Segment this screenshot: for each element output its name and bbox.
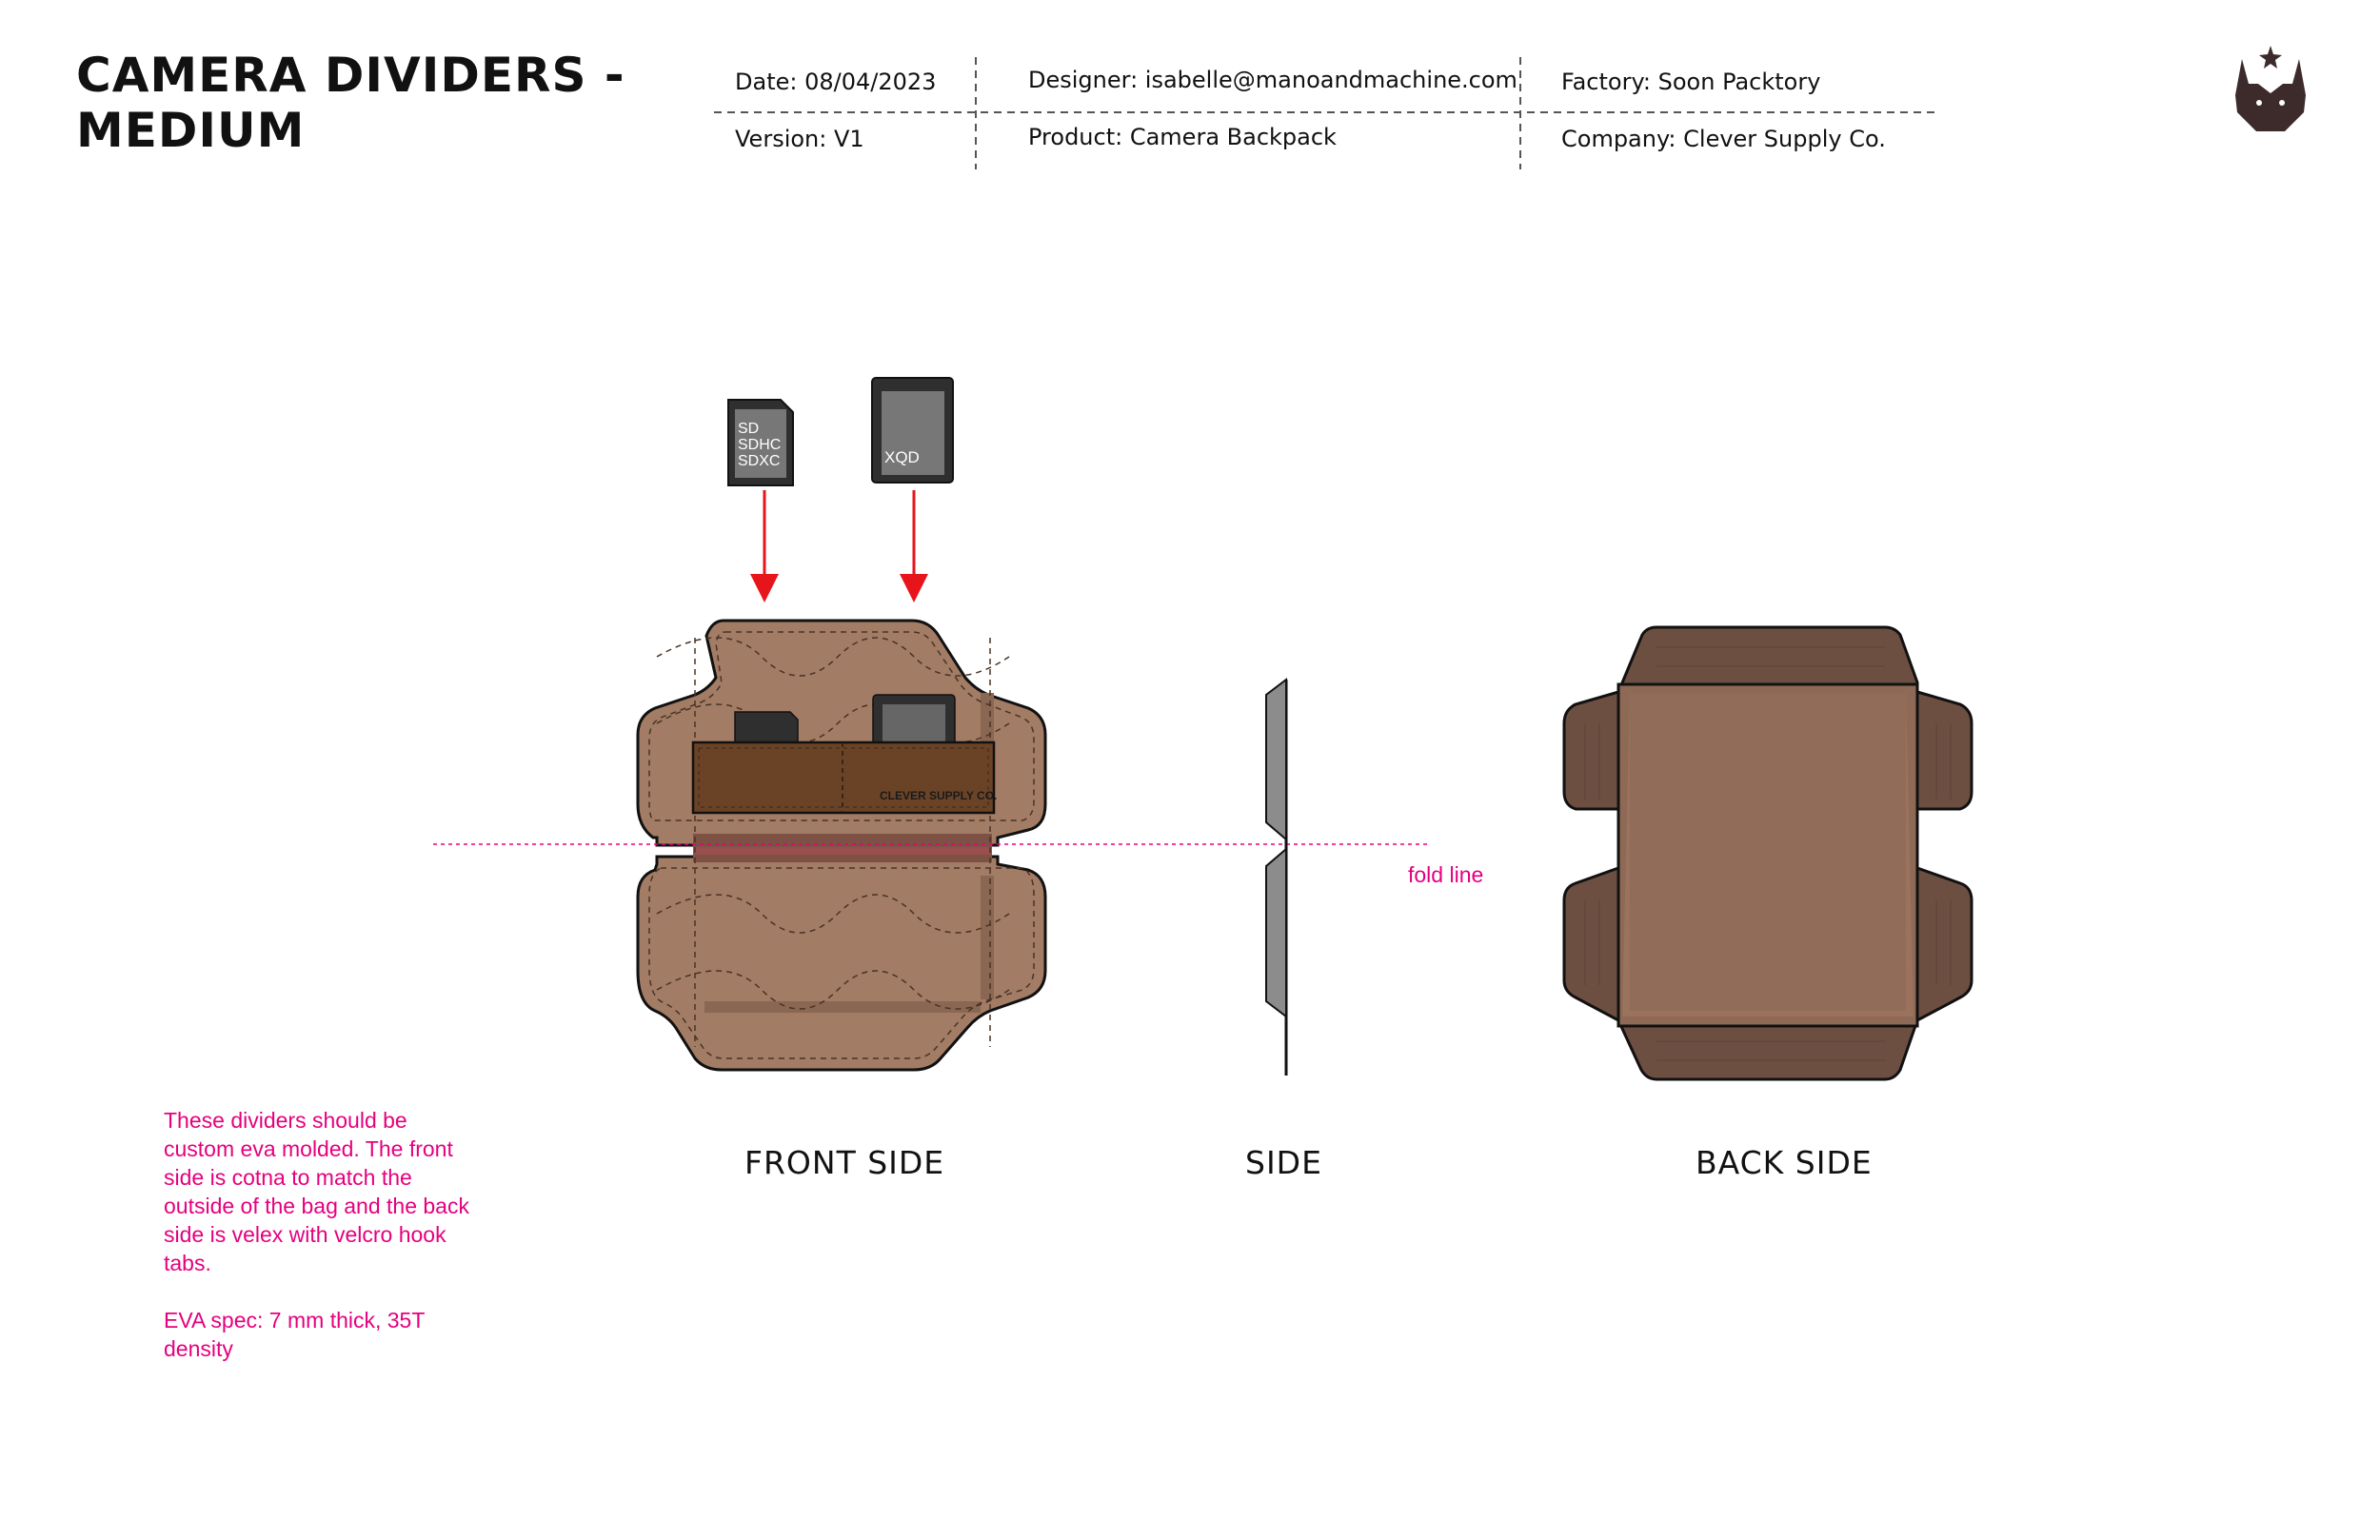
back-side-divider [1562, 625, 1973, 1081]
meta-version: Version: V1 [735, 126, 864, 152]
side-label: SIDE [1245, 1144, 1322, 1181]
meta-designer: Designer: isabelle@manoandmachine.com [1028, 67, 1517, 93]
meta-product: Product: Camera Backpack [1028, 124, 1337, 150]
side-view [1265, 677, 1288, 1076]
xqd-card-icon: XQD [871, 377, 954, 484]
note-eva-spec: EVA spec: 7 mm thick, 35T density [164, 1308, 425, 1361]
spec-notes: These dividers should be custom eva mold… [164, 1106, 478, 1392]
fox-logo-icon [2235, 46, 2306, 131]
sd-label-sdhc: SDHC [738, 437, 781, 453]
fold-line: fold line [433, 843, 1483, 887]
sd-card-icon: SD SDHC SDXC [727, 399, 794, 486]
insert-arrows [750, 490, 928, 602]
sd-label-sdxc: SDXC [738, 453, 780, 469]
note-materials: These dividers should be custom eva mold… [164, 1108, 469, 1275]
page-title: CAMERA DIVIDERS - MEDIUM [76, 48, 625, 158]
back-side-label: BACK SIDE [1696, 1144, 1873, 1181]
header-grid [714, 57, 1937, 169]
sd-label-sd: SD [738, 421, 759, 437]
front-side-label: FRONT SIDE [744, 1144, 945, 1181]
xqd-label: XQD [884, 448, 920, 466]
front-side-divider: CLEVER SUPPLY CO. [636, 619, 1047, 1072]
meta-factory: Factory: Soon Packtory [1561, 69, 1821, 95]
meta-company: Company: Clever Supply Co. [1561, 126, 1886, 152]
meta-date: Date: 08/04/2023 [735, 69, 937, 95]
fold-line-label: fold line [1408, 862, 1483, 887]
front-patch-text: CLEVER SUPPLY CO. [880, 789, 997, 802]
